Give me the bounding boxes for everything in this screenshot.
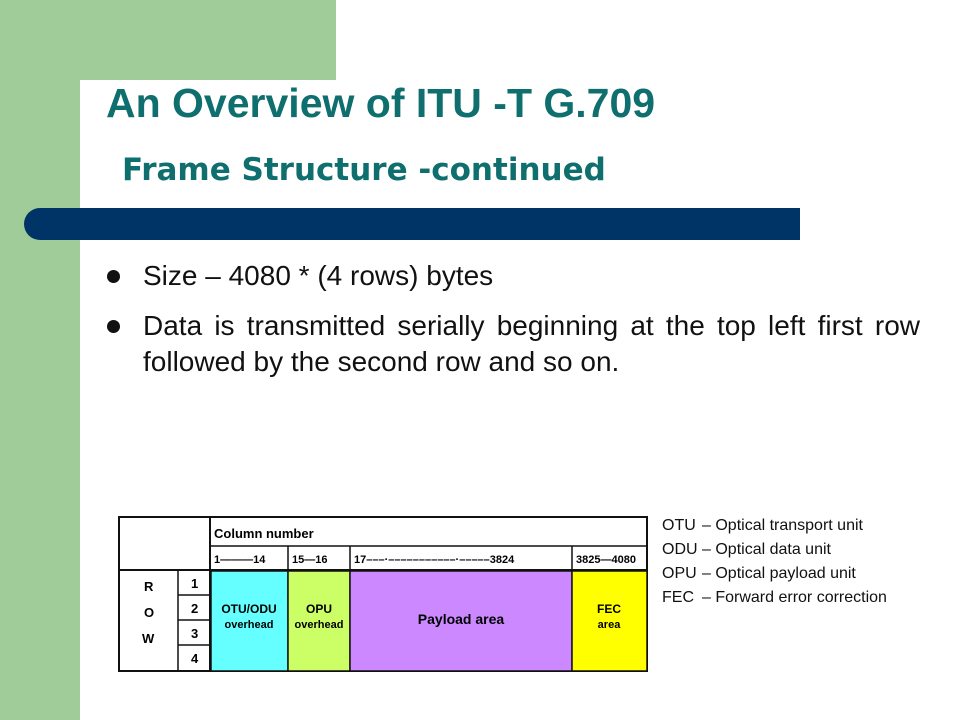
range-label: 17–––·–––––––––––·–––––3824 [354, 554, 515, 566]
legend-abbr: FEC [662, 589, 694, 606]
title-divider-bar [24, 208, 800, 240]
range-label: 15—16 [292, 554, 327, 566]
block-label: OPU [306, 602, 332, 616]
block-label: FEC [597, 602, 621, 616]
legend-text: – Optical data unit [702, 541, 831, 558]
range-label: 1———14 [214, 554, 266, 566]
bullet-dot-icon [107, 320, 120, 333]
bullet-list: Size – 4080 * (4 rows) bytes Data is tra… [105, 258, 920, 394]
slide-subtitle: Frame Structure -continued [122, 152, 606, 188]
legend-abbr: OPU [662, 565, 697, 582]
left-green-band [0, 0, 80, 720]
row-number: 1 [191, 576, 198, 591]
frame-structure-diagram: Column number 1———14 15—16 17–––·–––––––… [118, 516, 648, 672]
otu-odu-overhead-block [210, 570, 289, 672]
block-label: OTU/ODU [221, 602, 276, 616]
legend-item: ODU– Optical data unit [662, 538, 887, 562]
column-number-label: Column number [214, 526, 314, 541]
row-label-letter: R [144, 579, 154, 594]
row-label-letter: W [142, 631, 155, 646]
block-label: overhead [225, 619, 274, 631]
legend-text: – Forward error correction [702, 589, 887, 606]
block-label: overhead [295, 619, 344, 631]
legend-item: OPU – Optical payload unit [662, 562, 887, 586]
legend-text: – Optical payload unit [702, 565, 856, 582]
bullet-dot-icon [107, 270, 120, 283]
slide-title: An Overview of ITU -T G.709 [106, 80, 656, 126]
legend-abbr: OTU [662, 517, 696, 534]
range-label: 3825—4080 [576, 554, 636, 566]
row-number: 2 [191, 601, 198, 616]
opu-overhead-block [287, 570, 351, 672]
row-label-letter: O [144, 605, 154, 620]
fec-area-block [571, 570, 648, 672]
bullet-item: Size – 4080 * (4 rows) bytes [105, 258, 920, 294]
block-label: Payload area [418, 611, 505, 627]
bullet-item: Data is transmitted serially beginning a… [105, 308, 920, 380]
bullet-text: Size – 4080 * (4 rows) bytes [143, 260, 494, 291]
legend-abbr: ODU [662, 541, 698, 558]
abbreviation-legend: OTU – Optical transport unit ODU– Optical… [662, 514, 887, 610]
legend-item: OTU – Optical transport unit [662, 514, 887, 538]
bullet-text: Data is transmitted serially beginning a… [143, 310, 920, 377]
top-green-block [80, 0, 336, 80]
row-number: 4 [191, 651, 199, 666]
row-number: 3 [191, 626, 198, 641]
legend-item: FEC – Forward error correction [662, 586, 887, 610]
legend-text: – Optical transport unit [702, 517, 863, 534]
payload-area-block [349, 570, 573, 672]
block-label: area [598, 619, 622, 631]
